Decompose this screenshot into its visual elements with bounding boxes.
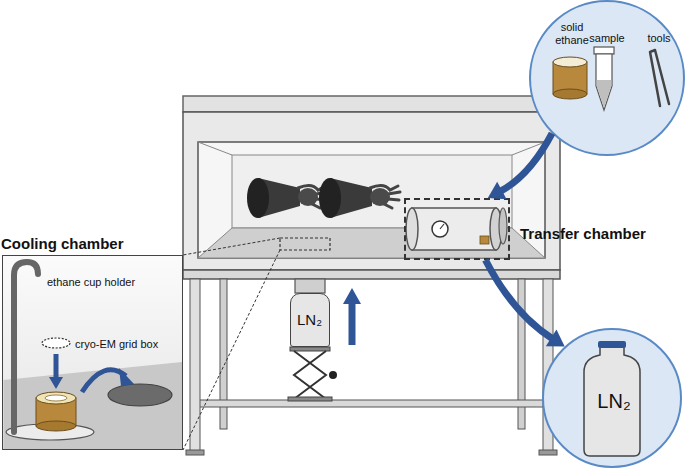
table-top: [183, 270, 560, 279]
arrow-head: [488, 182, 507, 200]
arrow-line: [485, 260, 552, 339]
floor-port-marker: [280, 238, 330, 250]
glove-hand: [370, 185, 400, 208]
item-label: tools: [639, 32, 679, 45]
gauge-needle: [440, 224, 444, 229]
flow-arrow: [485, 260, 564, 346]
table-foot: [539, 450, 557, 455]
glove-hand: [370, 188, 390, 206]
scissor-lift: [294, 351, 326, 399]
pressure-gauge: [432, 221, 448, 237]
glove-hand: [298, 188, 318, 206]
section-heading: Cooling chamber: [1, 235, 124, 252]
ln2-circle: LN₂: [542, 328, 682, 468]
flow-arrow: [488, 133, 552, 199]
glovebox-body: [183, 112, 560, 270]
transfer-door: [499, 208, 507, 244]
lift-knob: [329, 371, 337, 379]
lower-shelf: [195, 400, 550, 407]
lift-plate: [290, 347, 330, 351]
raise-arrow-head: [343, 288, 361, 304]
glove-port: [247, 178, 269, 218]
part-label: ethane cup holder: [47, 276, 135, 289]
section-heading: Transfer chamber: [520, 225, 646, 242]
hood-top: [183, 96, 560, 112]
dewar-neck: [295, 279, 325, 293]
arrow-line: [500, 133, 552, 191]
lift-plate: [288, 397, 332, 401]
ln2-label: LN₂: [291, 311, 328, 328]
zoom-leader: [183, 250, 280, 450]
item-label: solid ethane: [549, 21, 595, 46]
transfer-chamber-box: Transfer chamber: [404, 198, 510, 260]
window-edge: [198, 142, 232, 155]
ln2-label: LN₂: [584, 390, 644, 413]
ln2-dewar: LN₂: [290, 293, 330, 347]
transfer-cylinder-end: [406, 208, 418, 250]
front-window: [198, 142, 545, 258]
transfer-cylinder: [412, 208, 496, 250]
table-foot: [186, 450, 204, 455]
arrow-head: [546, 329, 565, 346]
item-label: sample: [582, 32, 632, 45]
table-leg: [190, 279, 200, 451]
raise-arrow: [349, 302, 356, 345]
zoom-leader: [183, 238, 280, 255]
part-label: cryo-EM grid box: [75, 338, 158, 351]
items-circle: solid ethanesample tools: [529, 0, 685, 156]
brass-cup: [480, 236, 489, 244]
cooling-chamber-inset: Cooling chamberethane cup holdercryo-EM …: [2, 255, 183, 450]
glove-port: [319, 178, 341, 218]
window-edge: [512, 142, 545, 155]
